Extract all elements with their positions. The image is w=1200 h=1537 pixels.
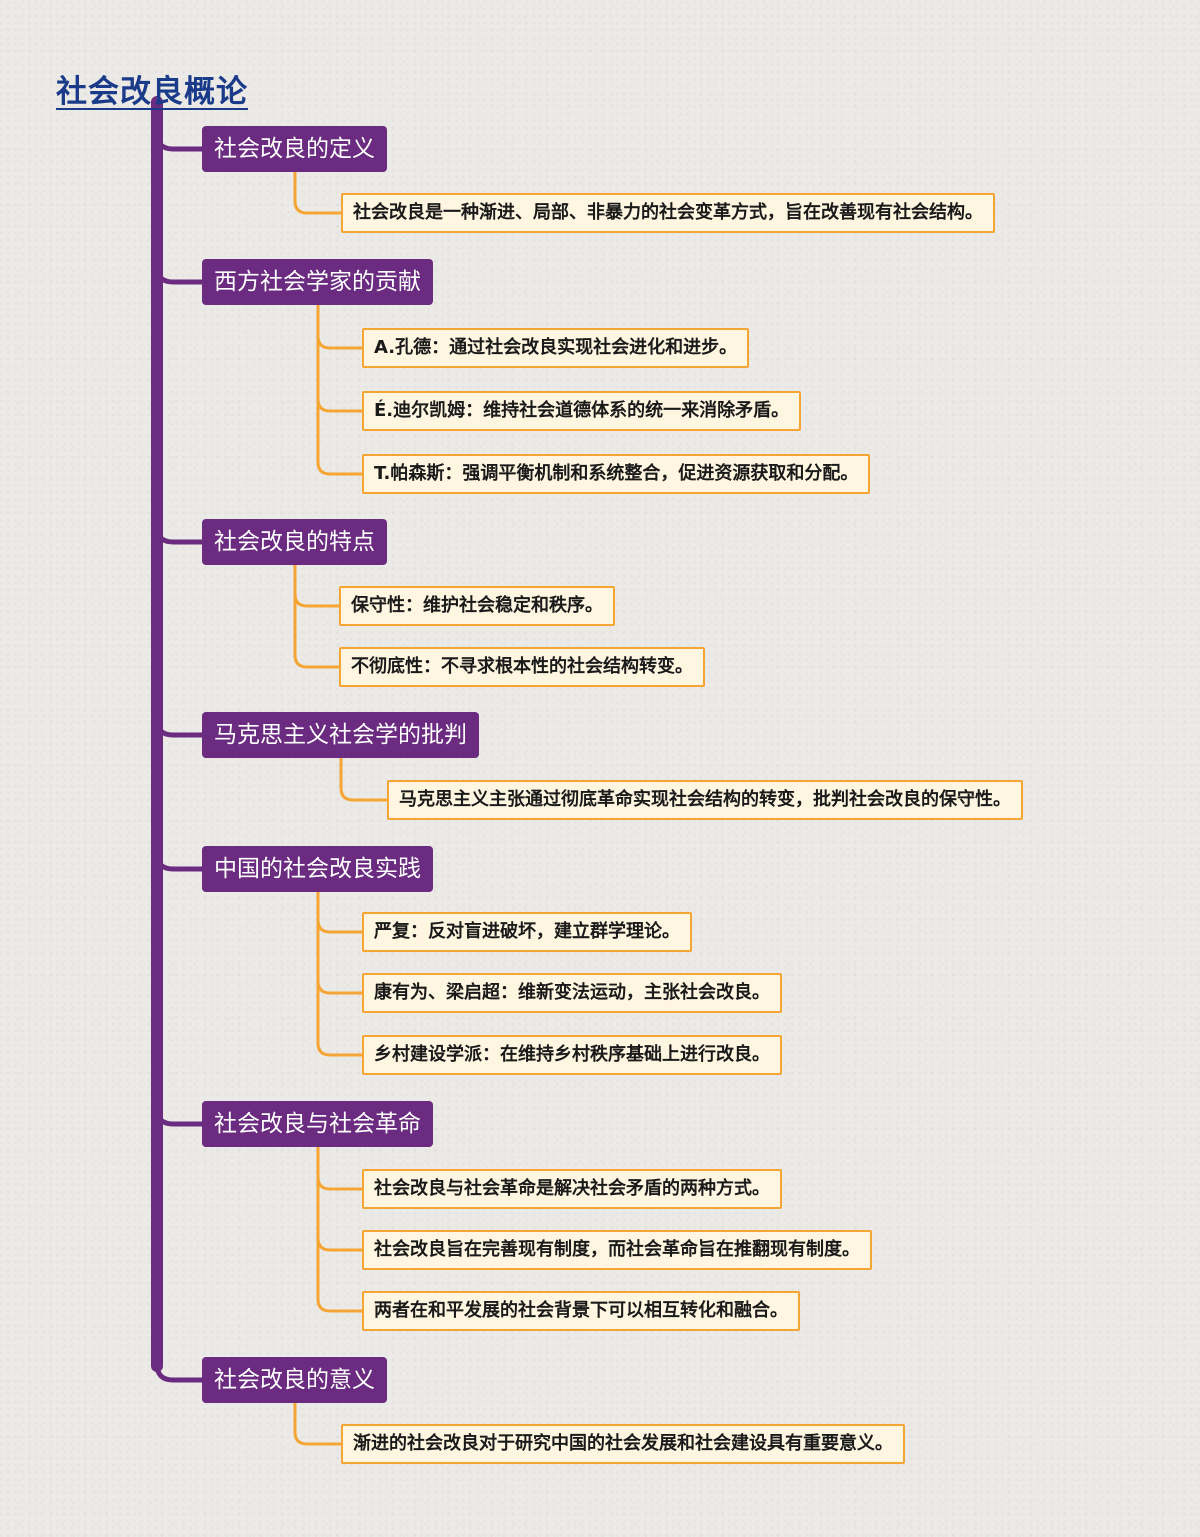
leaf-node: 马克思主义主张通过彻底革命实现社会结构的转变，批判社会改良的保守性。: [387, 780, 1023, 820]
branch-node: 社会改良的定义: [202, 126, 387, 172]
leaf-node: É.迪尔凯姆：维持社会道德体系的统一来消除矛盾。: [362, 391, 802, 431]
leaf-node: 两者在和平发展的社会背景下可以相互转化和融合。: [362, 1291, 800, 1331]
root-title: 社会改良概论: [56, 74, 248, 110]
leaf-node: 渐进的社会改良对于研究中国的社会发展和社会建设具有重要意义。: [341, 1424, 905, 1464]
branch-node: 马克思主义社会学的批判: [202, 712, 479, 758]
branch-node: 中国的社会改良实践: [202, 846, 433, 892]
leaf-node: 社会改良与社会革命是解决社会矛盾的两种方式。: [362, 1169, 782, 1209]
leaf-node: 保守性：维护社会稳定和秩序。: [339, 586, 615, 626]
leaf-node: 不彻底性：不寻求根本性的社会结构转变。: [339, 647, 705, 687]
branch-node: 社会改良的意义: [202, 1357, 387, 1403]
leaf-node: 社会改良旨在完善现有制度，而社会革命旨在推翻现有制度。: [362, 1230, 872, 1270]
leaf-node: 严复：反对盲进破坏，建立群学理论。: [362, 912, 692, 952]
branch-node: 西方社会学家的贡献: [202, 259, 433, 305]
leaf-node: 社会改良是一种渐进、局部、非暴力的社会变革方式，旨在改善现有社会结构。: [341, 193, 995, 233]
leaf-node: A.孔德：通过社会改良实现社会进化和进步。: [362, 328, 750, 368]
leaf-node: T.帕森斯：强调平衡机制和系统整合，促进资源获取和分配。: [362, 454, 871, 494]
leaf-node: 乡村建设学派：在维持乡村秩序基础上进行改良。: [362, 1035, 782, 1075]
branch-node: 社会改良的特点: [202, 519, 387, 565]
branch-node: 社会改良与社会革命: [202, 1101, 433, 1147]
leaf-node: 康有为、梁启超：维新变法运动，主张社会改良。: [362, 973, 782, 1013]
